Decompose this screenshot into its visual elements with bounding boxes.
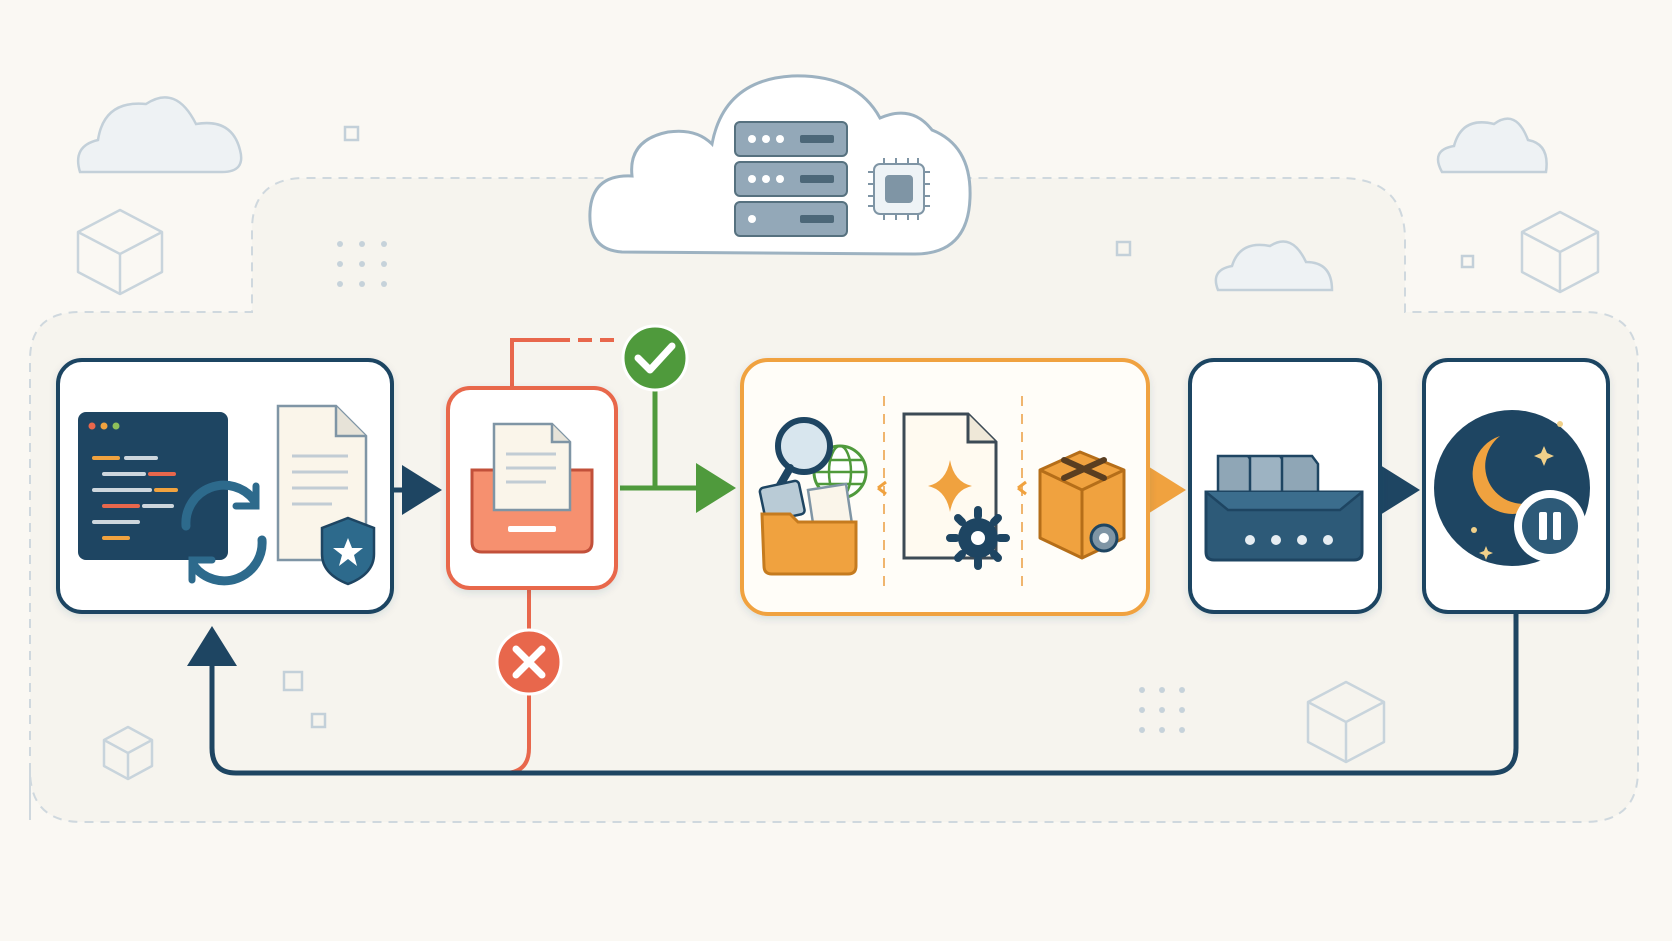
cloud-server bbox=[588, 74, 972, 256]
file-rack-icon bbox=[1204, 454, 1364, 562]
decorative-cubes bbox=[76, 208, 1600, 781]
cloud-icon bbox=[76, 96, 243, 174]
folder-search-globe-icon bbox=[758, 417, 868, 576]
stage-inbox bbox=[446, 386, 618, 590]
cube-icon bbox=[1306, 680, 1386, 764]
stage-storage bbox=[1188, 358, 1382, 614]
pause-icon bbox=[1514, 490, 1586, 562]
server-rack-icon bbox=[734, 121, 848, 237]
cloud-icon bbox=[1436, 117, 1548, 174]
cube-icon bbox=[1520, 210, 1600, 294]
loop-back-arrow bbox=[187, 612, 1519, 776]
decorative-dot-grid bbox=[337, 241, 1185, 733]
shield-star-icon bbox=[320, 516, 376, 586]
connector-inbox-to-check bbox=[510, 338, 556, 388]
code-editor-icon bbox=[78, 412, 228, 560]
stage-processing bbox=[740, 358, 1150, 616]
decorative-clouds bbox=[76, 96, 1548, 292]
stage-sleep bbox=[1422, 358, 1610, 614]
sparkle-icon bbox=[928, 460, 972, 512]
connectors bbox=[187, 338, 1519, 776]
decorative-squares bbox=[282, 125, 1475, 729]
document-icon bbox=[492, 422, 572, 512]
sync-icon bbox=[181, 480, 267, 586]
package-box-icon bbox=[1038, 450, 1126, 560]
gear-icon bbox=[946, 506, 1010, 570]
check-icon bbox=[634, 342, 676, 374]
document-sparkle-gear-icon bbox=[902, 412, 1010, 570]
cube-icon bbox=[76, 208, 164, 296]
approved-badge bbox=[621, 324, 689, 392]
chip-icon bbox=[868, 158, 930, 220]
cube-icon bbox=[102, 725, 154, 781]
stage-source bbox=[56, 358, 394, 614]
cross-icon bbox=[512, 645, 546, 679]
cloud-icon bbox=[1214, 240, 1334, 292]
rejected-badge bbox=[495, 628, 563, 696]
